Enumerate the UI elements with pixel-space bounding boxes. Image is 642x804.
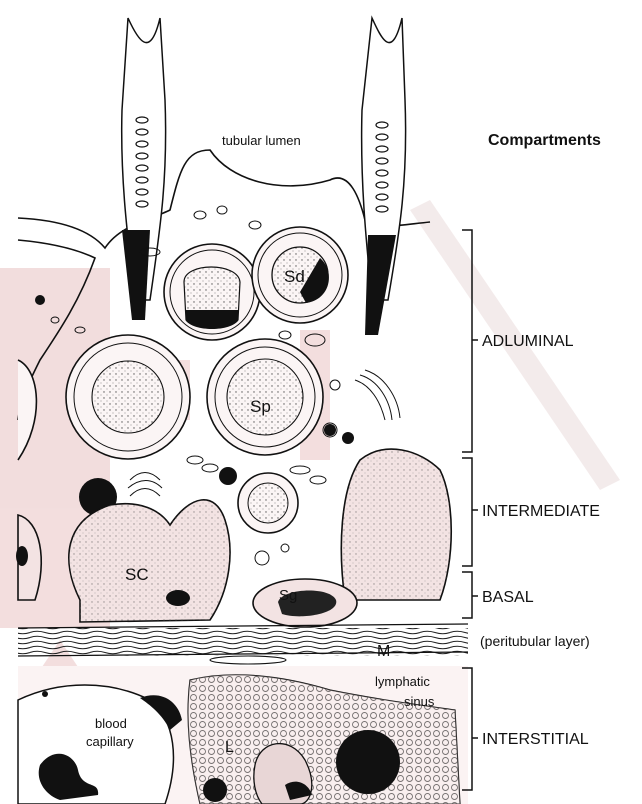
sertoli-cell-right	[341, 449, 451, 600]
label-lymphatic: lymphatic	[375, 674, 430, 689]
compartment-adluminal: ADLUMINAL	[482, 333, 574, 350]
elongated-spermatid-left	[122, 18, 166, 320]
label-m: M	[377, 643, 390, 660]
elongated-spermatid-right	[362, 18, 406, 335]
label-tubular-lumen: tubular lumen	[222, 133, 301, 148]
peritubular-layer	[18, 624, 468, 664]
compartment-intermediate: INTERMEDIATE	[482, 503, 600, 520]
label-sinus: sinus	[404, 694, 435, 709]
compartment-basal: BASAL	[482, 589, 534, 606]
small-germ-cell	[238, 473, 298, 533]
round-spermatid-left	[164, 244, 260, 340]
label-sc: SC	[125, 565, 149, 584]
label-sp: Sp	[250, 397, 271, 416]
spermatogonium-sg	[253, 579, 357, 627]
compartments-heading: Compartments	[488, 132, 601, 149]
compartment-interstitial: INTERSTITIAL	[482, 731, 589, 748]
sertoli-cell	[69, 500, 230, 622]
compartment-peritubular: (peritubular layer)	[480, 633, 590, 649]
label-blood: blood	[95, 716, 127, 731]
label-l: L	[225, 739, 234, 756]
label-sg: Sg	[279, 587, 297, 604]
label-sd: Sd	[284, 267, 305, 286]
spermatocyte-left	[66, 335, 190, 459]
label-capillary: capillary	[86, 734, 134, 749]
